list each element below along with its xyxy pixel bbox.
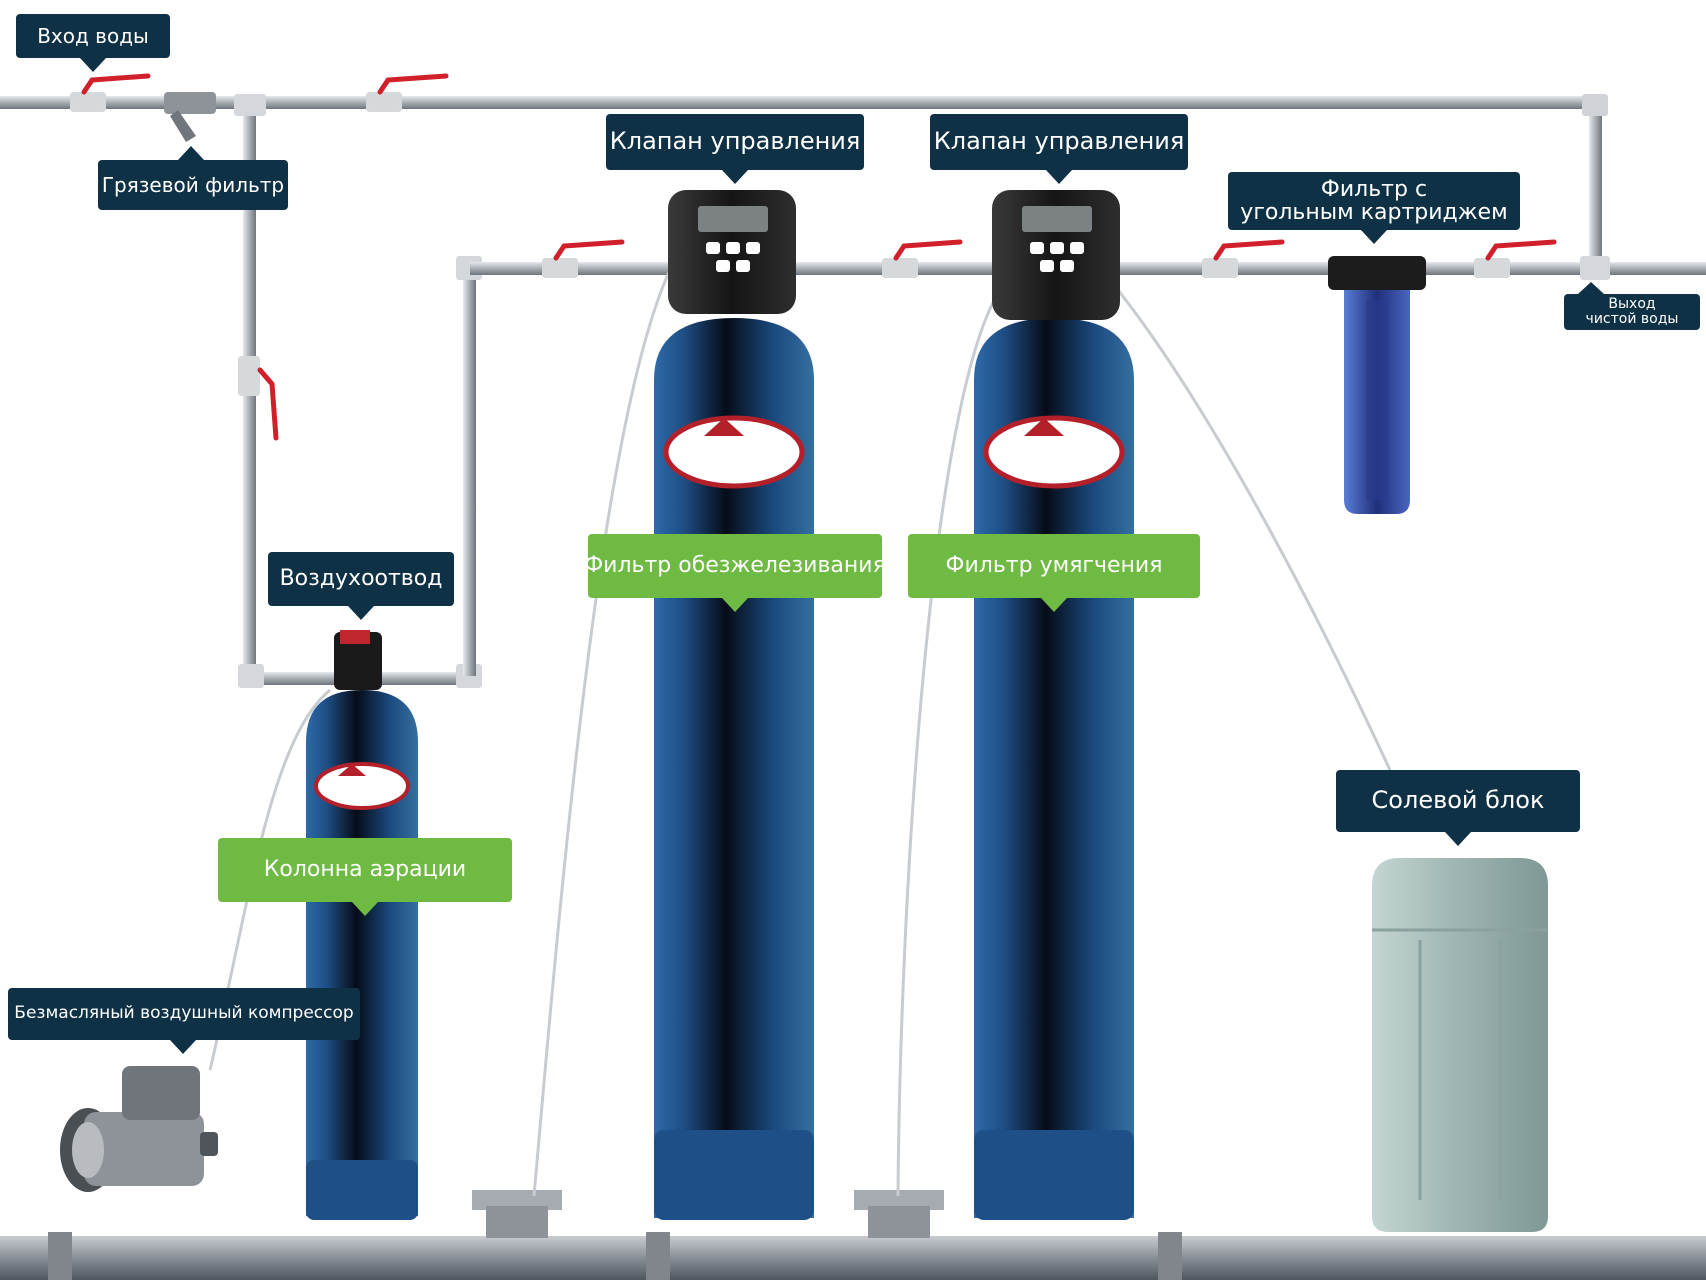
label-compressor: Безмасляный воздушный компрессор [8, 988, 360, 1054]
drain-coupling-2 [646, 1232, 670, 1280]
drain-coupling-3 [1158, 1232, 1182, 1280]
label-softening-filter: Фильтр умягчения [908, 534, 1200, 612]
label-pointer [170, 1040, 196, 1054]
label-pointer [1046, 170, 1072, 184]
label-pointer [178, 146, 204, 160]
valve-top-2 [366, 73, 449, 112]
mid-riser-pipe [463, 262, 476, 676]
label-softening-filter-text: Фильтр умягчения [945, 553, 1163, 579]
brand-logo-aeration: УюТерм [314, 762, 410, 810]
label-mud-filter-text: Грязевой фильтр [101, 172, 285, 197]
label-iron-removal-filter-text: Фильтр обезжелезивания [584, 553, 886, 579]
control-valve-head-2 [992, 190, 1120, 320]
label-mud-filter: Грязевой фильтр [98, 146, 288, 210]
label-pointer [348, 606, 374, 620]
label-control-valve-1-text: Клапан управления [609, 127, 861, 156]
drain-funnel-2 [854, 1190, 944, 1238]
label-carbon-filter-text-1: Фильтр с [1320, 176, 1428, 202]
svg-text:УюТерм: УюТерм [994, 443, 1115, 473]
control-valve-head-1 [668, 190, 796, 314]
brand-logo-softener: УюТерм [983, 415, 1125, 489]
valve-inlet [70, 73, 151, 112]
label-control-valve-2-text: Клапан управления [933, 127, 1185, 156]
label-clean-water-out-text-1: Выход [1608, 296, 1656, 313]
right-tee [1580, 256, 1610, 280]
label-pointer [722, 598, 748, 612]
label-salt-block-text: Солевой блок [1371, 786, 1545, 815]
hose-iron-filter [532, 269, 672, 1197]
valve-mid-2 [882, 239, 963, 278]
label-carbon-filter-text-2: угольным картриджем [1240, 200, 1508, 225]
carbon-cartridge-filter [1328, 256, 1426, 514]
label-pointer [352, 902, 378, 916]
label-aeration-column-text: Колонна аэрации [263, 857, 467, 883]
valve-mid-4 [1474, 239, 1557, 278]
drain-coupling-1 [48, 1232, 72, 1280]
label-pointer [80, 58, 106, 72]
label-aeration-column: Колонна аэрации [218, 838, 512, 916]
valve-mid-3 [1202, 239, 1285, 278]
right-riser-pipe [1589, 100, 1602, 268]
label-water-in-text: Вход воды [37, 23, 149, 48]
label-pointer [722, 170, 748, 184]
label-pointer [1445, 832, 1471, 846]
label-clean-water-out: Выход чистой воды [1564, 282, 1700, 330]
hose-softener [896, 289, 1002, 1197]
label-air-vent: Воздухоотвод [268, 552, 454, 620]
tee-joint [234, 94, 266, 116]
label-air-vent-text: Воздухоотвод [279, 566, 443, 592]
hose-salt [1116, 289, 1392, 771]
drain-pipe [0, 1236, 1706, 1280]
elbow-left-bottom [238, 664, 264, 688]
label-pointer [1578, 282, 1604, 294]
right-elbow [1582, 94, 1608, 116]
label-pointer [1041, 598, 1067, 612]
label-clean-water-out-text-2: чистой воды [1585, 311, 1679, 327]
air-compressor [60, 1066, 218, 1192]
valve-vertical [238, 356, 279, 441]
label-compressor-text: Безмасляный воздушный компрессор [14, 1003, 354, 1024]
svg-text:УюТерм: УюТерм [320, 778, 404, 799]
valve-mid-1 [542, 239, 625, 278]
label-iron-removal-filter: Фильтр обезжелезивания [584, 534, 886, 612]
mud-filter-strainer [164, 92, 216, 142]
label-control-valve-1: Клапан управления [606, 114, 864, 184]
brand-logo-iron: УюТерм [663, 415, 805, 489]
label-water-in: Вход воды [16, 14, 170, 72]
label-pointer [1361, 230, 1387, 244]
salt-block-tank [1372, 858, 1548, 1232]
label-control-valve-2: Клапан управления [930, 114, 1188, 184]
label-carbon-filter: Фильтр с угольным картриджем [1228, 172, 1520, 244]
label-salt-block: Солевой блок [1336, 770, 1580, 846]
drain-funnel-1 [472, 1190, 562, 1238]
aeration-tank [306, 630, 418, 1220]
svg-text:УюТерм: УюТерм [674, 443, 795, 473]
